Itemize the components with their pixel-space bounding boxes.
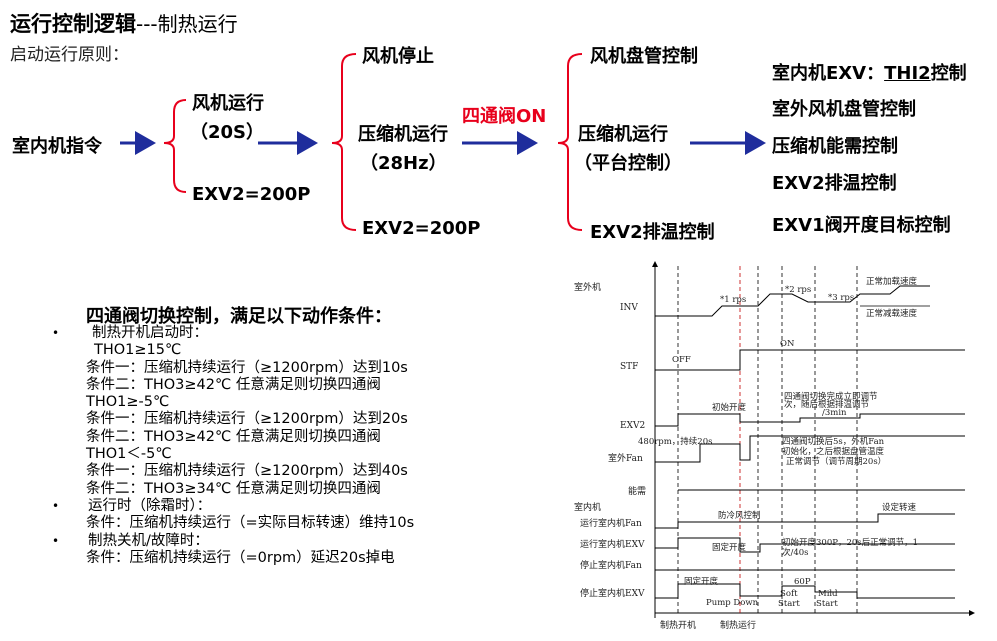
node-exv2-200p-2: EXV2=200P: [362, 218, 481, 239]
ann-off: OFF: [672, 355, 691, 365]
wave-inv: [655, 285, 930, 317]
ann-set-speed: 设定转速: [882, 502, 917, 513]
condition-line: 条件一：压缩机持续运行（≥1200rpm）达到20s: [86, 411, 408, 428]
node-indoor-exv-thi2: 室内机EXV：THI2控制: [772, 59, 967, 85]
node-exv2-temp-control-1: EXV2排温控制: [590, 222, 715, 243]
bullet: •: [52, 498, 60, 513]
ann-anti-cold: 防冷风控制: [718, 510, 761, 521]
node-fan-time: （20S）: [190, 122, 265, 143]
node-exv2-temp-control-2: EXV2排温控制: [772, 173, 897, 194]
ann-on: ON: [780, 339, 795, 349]
row-exv2: EXV2: [620, 421, 645, 431]
ann-pump-down: Pump Down: [706, 598, 759, 608]
page-title: 运行控制逻辑---制热运行: [10, 8, 238, 38]
wave-outdoor-fan: [655, 435, 965, 463]
ann-soft-1: Soft: [780, 589, 798, 599]
ann-decel: 正常减载速度: [866, 308, 918, 319]
indoor-exv-prefix: 室内机EXV：: [772, 63, 885, 84]
condition-line: •制热关机/故障时：: [52, 532, 209, 549]
bracket-1: [163, 99, 187, 193]
ann-exv-init-1: 初始开度300P，20s后正常调节，1: [782, 537, 918, 548]
condition-line: 条件：压缩机持续运行（=0rpm）延迟20s掉电: [86, 549, 395, 566]
condition-line: 条件二：THO3≥42℃ 任意满足则切换四通阀: [86, 428, 381, 445]
row-energy: 能需: [628, 485, 646, 497]
ann-mild-2: Start: [816, 599, 838, 609]
wave-stf: [655, 349, 965, 371]
condition-line: THO1≥15℃: [94, 342, 182, 359]
condition-line: 条件一：压缩机持续运行（≥1200rpm）达到40s: [86, 463, 408, 480]
row-indoor-exv-run: 运行室内机EXV: [580, 538, 645, 550]
condition-line: •制热开机启动时：: [52, 325, 208, 341]
condition-line: •运行时（除霜时）：: [52, 497, 212, 514]
ann-accel: 正常加载速度: [866, 276, 918, 287]
node-comp-run-1: 压缩机运行: [358, 124, 448, 145]
row-indoor-fan-run: 运行室内机Fan: [580, 517, 642, 529]
wave-indoor-exv-stop: [655, 583, 955, 599]
bullet: •: [52, 533, 60, 548]
row-indoor-exv-stop: 停止室内机EXV: [580, 587, 645, 599]
condition-line: 条件：压缩机持续运行（=实际目标转速）维持10s: [86, 515, 415, 532]
ann-rps2: *2 rps: [785, 285, 811, 295]
condition-line: 条件一：压缩机持续运行（≥1200rpm）达到10s: [86, 359, 408, 376]
ann-rps3: *3 rps: [828, 293, 854, 303]
ann-exv2-note-3: /3min: [822, 408, 847, 418]
title-main: 运行控制逻辑: [10, 12, 136, 36]
label-outdoor-unit: 室外机: [574, 281, 601, 293]
ann-60p: 60P: [794, 577, 811, 587]
ann-fixed-open-2: 固定开度: [684, 576, 719, 587]
bullet: •: [52, 326, 60, 340]
ann-exv2-note-2: 次，随后根据排温调节: [784, 399, 870, 410]
node-comp-energy-control: 压缩机能需控制: [772, 136, 898, 157]
title-suffix: ---制热运行: [136, 12, 238, 36]
node-exv2-200p-1: EXV2=200P: [192, 184, 311, 205]
timing-chart: 室外机 室内机 INV STF EXV2 室外Fan 能需 运行室内机Fan 运…: [574, 261, 975, 631]
ann-init-open: 初始开度: [712, 402, 747, 413]
conditions-list: •制热开机启动时： THO1≥15℃ 条件一：压缩机持续运行（≥1200rpm）…: [52, 325, 414, 567]
row-outdoor-fan: 室外Fan: [608, 452, 643, 464]
ann-heat-run: 制热运行: [720, 619, 756, 631]
node-outdoor-fan-coil: 室外风机盘管控制: [772, 99, 916, 120]
ann-soft-2: Start: [778, 599, 800, 609]
ann-fan-note-2: 初始化，之后根据盘管温度: [782, 446, 885, 457]
wave-indoor-fan-run: [655, 513, 955, 529]
row-indoor-fan-stop: 停止室内机Fan: [580, 559, 642, 571]
ann-fixed-open: 固定开度: [712, 542, 747, 553]
ann-fan-note-3: 正常调节（调节周期20s）: [786, 456, 886, 467]
node-fan-stop: 风机停止: [362, 46, 434, 67]
ann-exv-init-2: 次/40s: [782, 547, 809, 558]
node-exv1-target-control: EXV1阀开度目标控制: [772, 215, 951, 236]
ann-rps1: *1 rps: [720, 295, 746, 305]
node-indoor-command: 室内机指令: [12, 136, 102, 157]
flow-diagram: [120, 53, 766, 231]
ann-fan-note-1: 四通阀切换后5s，外机Fan: [782, 436, 885, 447]
ann-fan480: 480rpm，持续20s: [638, 436, 712, 447]
row-stf: STF: [620, 362, 638, 372]
indoor-exv-thi2: THI2: [884, 63, 931, 84]
node-comp-run-2: 压缩机运行: [578, 124, 668, 145]
condition-line: THO1≥-5℃: [86, 394, 170, 411]
node-fan-coil-control: 风机盘管控制: [590, 46, 698, 67]
node-platform-control: （平台控制）: [574, 153, 682, 174]
page-subtitle: 启动运行原则：: [10, 45, 129, 65]
label-indoor-unit: 室内机: [574, 501, 601, 513]
condition-line: 条件二：THO3≥42℃ 任意满足则切换四通阀: [86, 376, 381, 393]
node-fan-run: 风机运行: [192, 93, 264, 114]
row-inv: INV: [620, 303, 638, 313]
condition-line: 条件二：THO3≥34℃ 任意满足则切换四通阀: [86, 480, 381, 497]
wave-exv2: [655, 413, 965, 427]
node-comp-freq: （28Hz）: [360, 153, 447, 174]
indoor-exv-suffix: 控制: [930, 63, 967, 84]
ann-mild-1: Mild: [818, 589, 838, 599]
conditions-title: 四通阀切换控制，满足以下动作条件：: [86, 306, 392, 327]
wave-indoor-exv-run: [655, 537, 955, 553]
condition-line: THO1＜-5℃: [86, 446, 172, 463]
bracket-3: [557, 53, 583, 231]
node-four-way-valve-on: 四通阀ON: [462, 106, 547, 127]
ann-heat-on: 制热开机: [660, 619, 696, 631]
ann-exv2-note-1: 四通阀切换完成立即调节: [784, 391, 878, 402]
bracket-2: [331, 53, 357, 231]
